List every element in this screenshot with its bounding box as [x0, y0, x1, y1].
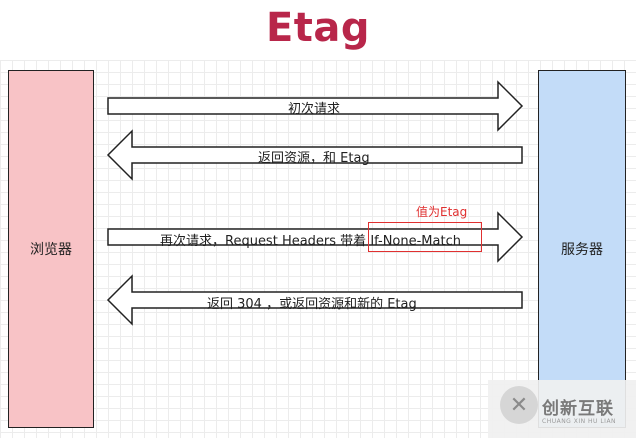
message-label-3-highlight: If-None-Match	[370, 234, 461, 249]
grid-background	[0, 60, 636, 438]
if-none-match-highlight	[368, 222, 482, 252]
arrow-response-1	[106, 129, 523, 181]
watermark-subtext: CHUANG XIN HU LIAN	[542, 418, 617, 425]
message-label-4: 返回 304 ，或返回资源和新的 Etag	[207, 297, 417, 312]
message-label-3: 再次请求，Request Headers 带着 If-None-Match	[160, 230, 461, 249]
diagram-title: Etag	[265, 5, 371, 51]
message-label-3-prefix: 再次请求，Request Headers 带着	[160, 234, 371, 249]
watermark-text: 创新互联	[542, 399, 614, 419]
server-label: 服务器	[561, 242, 603, 258]
arrow-response-2	[106, 274, 523, 326]
watermark-logo-icon: ✕	[500, 386, 538, 424]
browser-label: 浏览器	[30, 242, 72, 258]
browser-lifeline: 浏览器	[8, 70, 94, 428]
arrow-request-2	[107, 211, 524, 263]
server-lifeline: 服务器	[538, 70, 626, 428]
message-label-2: 返回资源，和 Etag	[258, 151, 370, 166]
annotation-note: 值为Etag	[416, 205, 468, 219]
arrow-request-1	[107, 80, 524, 132]
message-label-1: 初次请求	[288, 102, 341, 117]
